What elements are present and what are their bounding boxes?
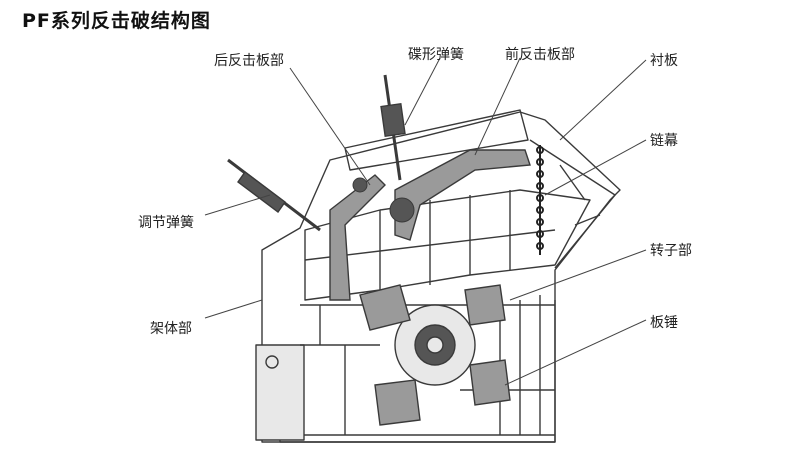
adjust-spring-assembly — [227, 158, 321, 232]
leader-disc-spring — [404, 57, 441, 126]
rotor — [394, 304, 476, 386]
leader-front-plate — [474, 57, 521, 156]
rear-impact-plate — [329, 174, 386, 301]
blow-bar-lower-right — [469, 359, 511, 406]
front-impact-plate — [394, 149, 531, 241]
blow-bar-top — [359, 284, 411, 331]
leader-rear-plate — [289, 67, 371, 186]
chain-curtain — [536, 145, 544, 255]
label-rear-impact-plate: 后反击板部 — [214, 53, 284, 69]
front-plate-pivot — [389, 197, 415, 223]
page-title: PF系列反击破结构图 — [22, 10, 211, 32]
blow-bars — [359, 284, 511, 426]
blow-bar-bottom — [374, 379, 421, 426]
blow-bar-right — [464, 284, 506, 326]
housing-outline — [261, 111, 621, 443]
label-liner: 衬板 — [650, 53, 678, 69]
leader-chain — [544, 139, 647, 196]
leader-liner — [559, 59, 647, 141]
label-disc-spring: 碟形弹簧 — [408, 47, 464, 63]
label-frame: 架体部 — [150, 321, 192, 337]
rear-plate-pivot — [352, 177, 368, 193]
label-blow-bar: 板锤 — [650, 315, 678, 331]
label-rotor: 转子部 — [650, 243, 692, 259]
leader-blow-bar — [504, 319, 647, 386]
right-liner — [529, 139, 616, 269]
leader-frame — [204, 299, 263, 319]
label-adjust-spring: 调节弹簧 — [138, 215, 194, 231]
label-chain-curtain: 链幕 — [650, 133, 678, 149]
leader-rotor — [509, 249, 647, 301]
top-cover — [344, 109, 529, 171]
leader-adjust-spring — [204, 194, 271, 216]
disc-spring-assembly — [380, 74, 406, 181]
label-front-impact-plate: 前反击板部 — [505, 47, 575, 63]
bearing-block — [255, 344, 305, 441]
